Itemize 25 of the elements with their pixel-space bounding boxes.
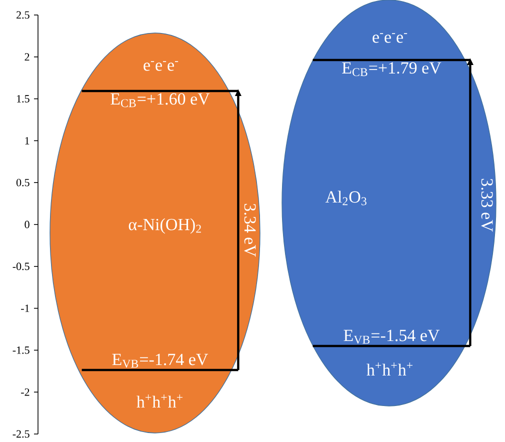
band-level: E$_{VB}$=-1.74 eV <box>82 354 238 372</box>
tick-label: -1.5 <box>12 346 30 354</box>
tick-label: 1 <box>25 137 30 144</box>
tick-label: -2 <box>21 388 30 396</box>
tick-label: -2.5 <box>12 430 30 438</box>
band-ellipse <box>50 32 260 434</box>
tick-label: 1.5 <box>17 95 30 102</box>
hole-label: h$^{+}$h$^{+}$h$^{+}$ <box>136 394 182 408</box>
tick-label: 2 <box>24 53 30 61</box>
tick-label: -0.5 <box>12 262 30 270</box>
band-ellipse <box>282 0 496 406</box>
material-label: α-Ni(OH)$_{2}$ <box>128 218 201 234</box>
band-level: E$_{VB}$=-1.54 eV <box>312 330 470 348</box>
band-level: E$_{CB}$=+1.60 eV <box>82 90 238 108</box>
tick-label: 0 <box>24 220 30 228</box>
tick-label: 2.5 <box>16 11 30 19</box>
hole-label: h$^{+}$h$^{+}$h$^{+}$ <box>366 362 412 376</box>
edge-label: 3.34 eV <box>244 204 256 257</box>
edge-label: 3.33 eV <box>481 178 493 232</box>
tick-label: -1 <box>21 304 30 312</box>
tick-label: 0.5 <box>16 178 30 186</box>
band-level: E$_{CB}$=+1.79 eV <box>312 58 470 76</box>
material-label: Al$_{2}$O$_{3}$ <box>325 190 366 206</box>
electron-label: e$^{-}$e$^{-}$e$^{-}$ <box>144 61 178 71</box>
electron-label: e$^{-}$e$^{-}$e$^{-}$ <box>372 33 408 43</box>
